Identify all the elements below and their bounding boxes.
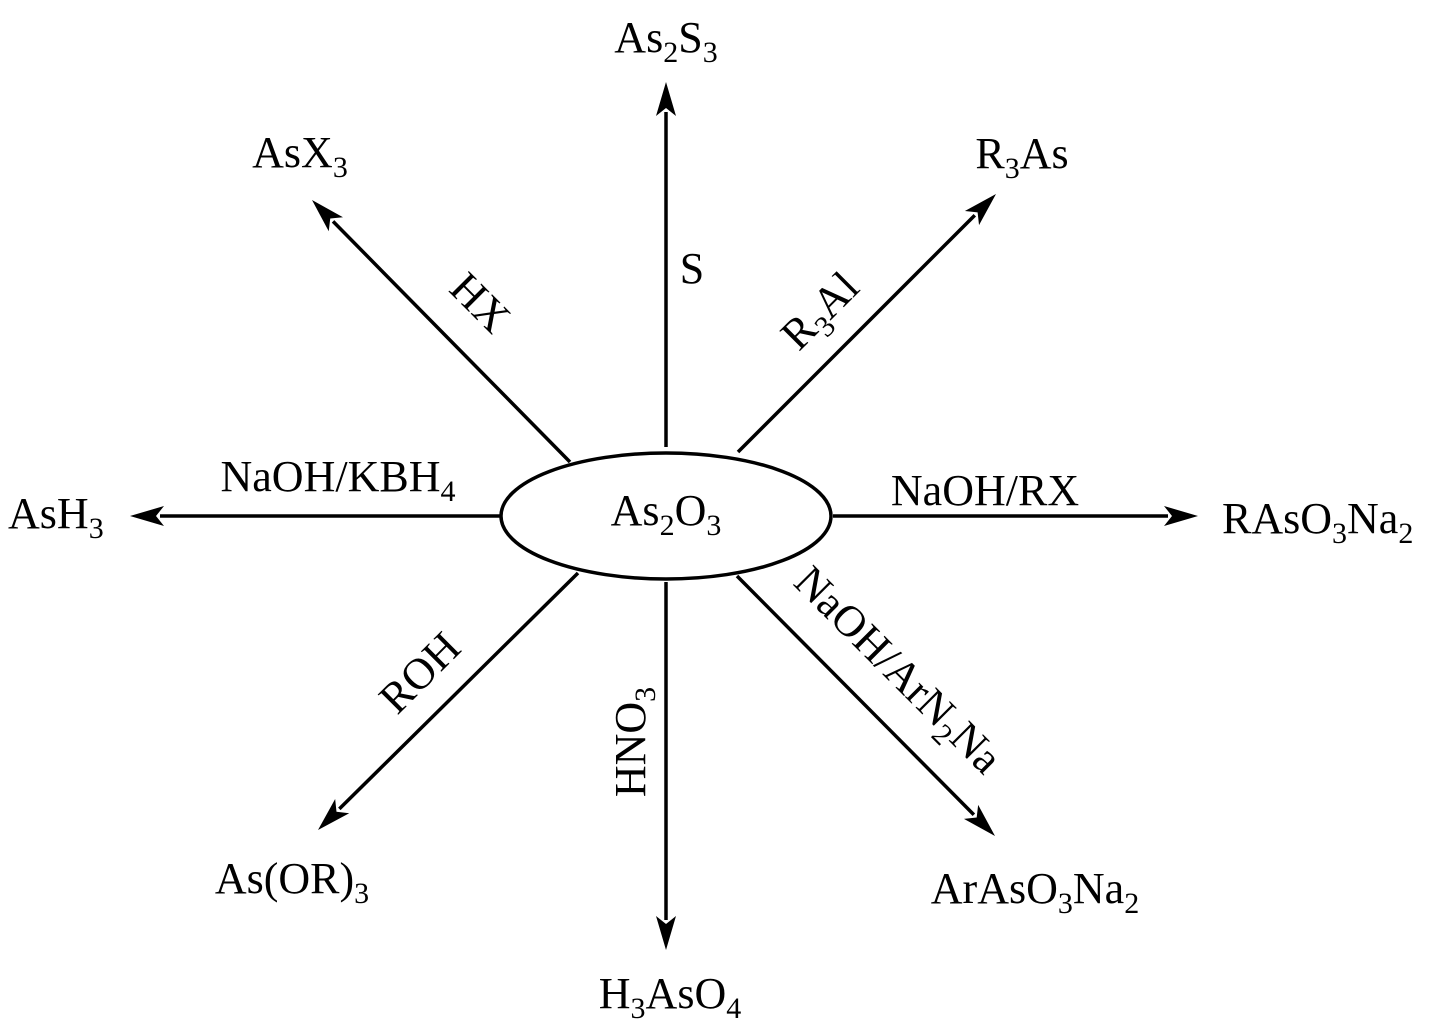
formula-part: NaOH/ArN — [785, 556, 965, 736]
reagent-down: HNO3 — [606, 687, 662, 797]
formula-part: NaOH/RX — [891, 466, 1079, 515]
subscript: 2 — [1398, 517, 1413, 550]
arrow-left — [130, 506, 500, 526]
arrow-left-head — [130, 506, 164, 526]
formula-part: ArAsO — [931, 864, 1058, 913]
arrow-down-right-shaft — [735, 574, 976, 816]
product-down: H3AsO4 — [599, 969, 741, 1025]
formula-part: As — [614, 13, 663, 62]
subscript: 2 — [660, 509, 675, 542]
formula-part: AsX — [252, 128, 333, 177]
subscript: 4 — [726, 992, 741, 1025]
product-up: As2S3 — [614, 13, 717, 69]
formula-part: O — [675, 486, 707, 535]
arrow-down-left-shaft — [338, 571, 580, 811]
reagent-right: NaOH/RX — [891, 466, 1079, 515]
reagent-up-right: R3Al — [771, 262, 873, 364]
product-down-left: As(OR)3 — [215, 854, 369, 910]
arrow-up-left — [312, 200, 572, 464]
subscript: 3 — [1332, 517, 1347, 550]
formula-part: R — [975, 129, 1005, 178]
arrow-up-right-head — [964, 194, 996, 226]
subscript: 3 — [703, 36, 718, 69]
arrows-layer — [130, 82, 1198, 950]
subscript: 3 — [706, 509, 721, 542]
center-compound-ellipse — [499, 451, 833, 581]
product-up-left: AsX3 — [252, 128, 348, 184]
formula-part: Na — [1347, 494, 1398, 543]
formula-part: As — [611, 486, 660, 535]
arrow-down-right-head — [963, 804, 995, 836]
formula-part: HX — [440, 263, 520, 343]
formula-part: HNO — [606, 702, 655, 797]
product-left: AsH3 — [8, 489, 104, 545]
arrow-right-head — [1164, 506, 1198, 526]
formula-part: S — [680, 244, 704, 293]
arrow-down-right — [735, 574, 995, 836]
product-down-right: ArAsO3Na2 — [931, 864, 1139, 920]
subscript: 3 — [1005, 152, 1020, 185]
arrow-up — [656, 82, 676, 447]
subscript: 3 — [354, 877, 369, 910]
reagent-up: S — [680, 244, 704, 293]
arrow-up-left-shaft — [331, 220, 572, 464]
product-up-right: R3As — [975, 129, 1068, 185]
arrow-down-head — [656, 916, 676, 950]
reagent-up-left: HX — [440, 263, 520, 343]
subscript: 3 — [1058, 887, 1073, 920]
subscript: 3 — [631, 992, 646, 1025]
subscript: 3 — [629, 687, 662, 702]
arrow-up-right-shaft — [736, 213, 977, 454]
formula-part: S — [678, 13, 702, 62]
product-right: RAsO3Na2 — [1222, 494, 1413, 550]
arrow-up-right — [736, 194, 996, 454]
formula-part: Na — [1073, 864, 1124, 913]
formula-part: As(OR) — [215, 854, 354, 903]
formula-part: As — [1020, 129, 1069, 178]
formula-part: H — [599, 969, 631, 1018]
arrow-down-left — [318, 571, 580, 830]
formula-part: NaOH/KBH — [221, 452, 441, 501]
subscript: 3 — [89, 512, 104, 545]
formula-part: AsO — [646, 969, 727, 1018]
arrow-right — [833, 506, 1198, 526]
subscript: 3 — [333, 151, 348, 184]
formula-part: ROH — [370, 623, 470, 723]
formula-part: AsH — [8, 489, 89, 538]
arrow-down — [656, 582, 676, 950]
reagent-down-left: ROH — [370, 623, 470, 723]
arrow-down-left-head — [318, 798, 350, 830]
center-compound-label: As2O3 — [611, 486, 722, 542]
arrow-up-head — [656, 82, 676, 116]
formula-part: RAsO — [1222, 494, 1332, 543]
subscript: 2 — [1124, 887, 1139, 920]
reagent-down-right: NaOH/ArN2Na — [780, 556, 1012, 788]
labels-layer: As2O3As2S3SR3AsR3AlRAsO3Na2NaOH/RXArAsO3… — [8, 13, 1413, 1025]
subscript: 2 — [663, 36, 678, 69]
subscript: 4 — [440, 475, 455, 508]
arrow-up-left-head — [312, 200, 343, 232]
reagent-left: NaOH/KBH4 — [221, 452, 456, 508]
